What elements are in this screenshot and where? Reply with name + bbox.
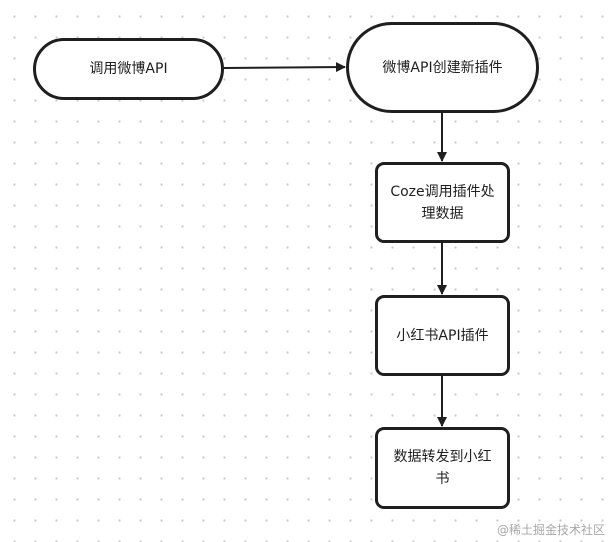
node-xiaohongshu-plugin[interactable]: 小红书API插件 [375, 295, 510, 376]
node-create-weibo-plugin[interactable]: 微博API创建新插件 [346, 22, 539, 113]
node-label: Coze调用插件处理数据 [390, 183, 495, 222]
edge-weibo-api-to-create-plugin [223, 62, 346, 73]
node-forward-to-xiaohongshu[interactable]: 数据转发到小红书 [375, 427, 510, 509]
watermark-text: @稀土掘金技术社区 [496, 523, 605, 537]
node-coze-process-data[interactable]: Coze调用插件处理数据 [375, 162, 510, 243]
node-label: 小红书API插件 [396, 327, 489, 344]
node-label: 数据转发到小红书 [393, 449, 492, 487]
node-label: 微博API创建新插件 [382, 59, 503, 76]
node-call-weibo-api[interactable]: 调用微博API [33, 38, 224, 100]
node-label: 调用微博API [89, 61, 168, 77]
